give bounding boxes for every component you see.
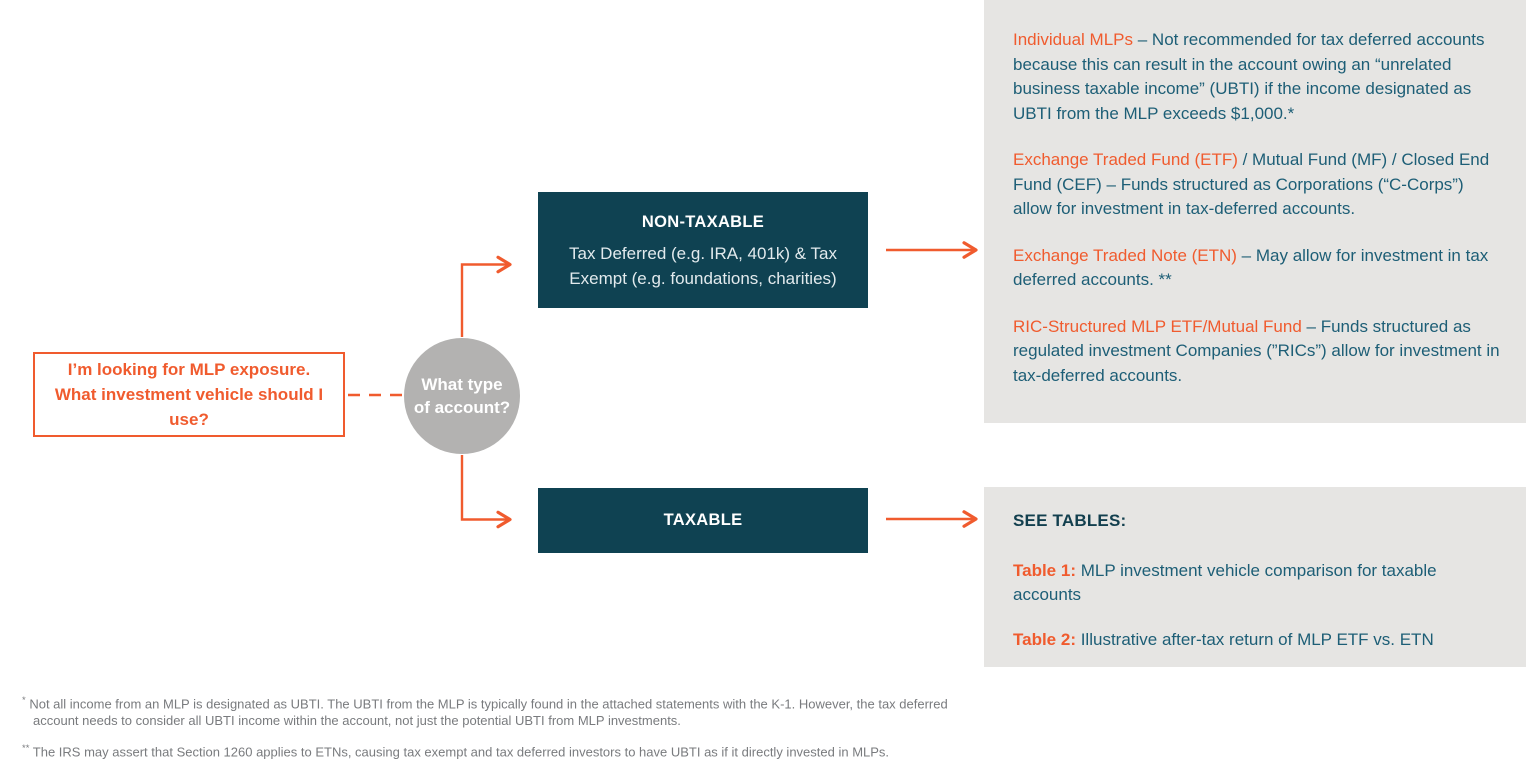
taxable-box: TAXABLE (538, 488, 868, 553)
decision-circle: What type of account? (404, 338, 520, 454)
footnote-ubti: * Not all income from an MLP is designat… (22, 693, 950, 729)
see-tables-panel: SEE TABLES: Table 1: MLP investment vehi… (984, 487, 1526, 667)
table-1-label: Table 1: (1013, 561, 1076, 580)
vehicle-item-lead: Individual MLPs (1013, 30, 1134, 49)
taxable-title: TAXABLE (663, 511, 743, 529)
non-taxable-box: NON-TAXABLE Tax Deferred (e.g. IRA, 401k… (538, 192, 868, 308)
vehicle-item-lead: Exchange Traded Fund (ETF) (1013, 150, 1238, 169)
vehicle-item-ric-fund: RIC-Structured MLP ETF/Mutual Fund – Fun… (1013, 315, 1502, 389)
question-box: I’m looking for MLP exposure. What inves… (33, 352, 345, 437)
table-2-label: Table 2: (1013, 630, 1076, 649)
decision-circle-line-1: What type (421, 375, 503, 394)
arrow-circle-to-taxable (460, 455, 512, 529)
footnote-section-1260: ** The IRS may assert that Section 1260 … (22, 741, 950, 761)
non-taxable-subtitle: Tax Deferred (e.g. IRA, 401k) & Tax Exem… (568, 244, 838, 288)
non-taxable-options-panel: Individual MLPs – Not recommended for ta… (984, 0, 1526, 423)
decision-circle-line-2: of account? (413, 398, 511, 417)
table-2-reference: Table 2: Illustrative after-tax return o… (1013, 628, 1502, 652)
vehicle-item-etn: Exchange Traded Note (ETN) – May allow f… (1013, 244, 1502, 293)
arrow-circle-to-non-taxable (460, 255, 512, 337)
table-2-description: Illustrative after-tax return of MLP ETF… (1075, 630, 1434, 649)
question-line-1: I’m looking for MLP exposure. (67, 360, 311, 379)
vehicle-item-text: – Funds structured as regulated investme… (1013, 316, 1500, 385)
vehicle-item-text: / Mutual Fund (MF) / Closed End Fund (CE… (1013, 150, 1490, 218)
non-taxable-title: NON-TAXABLE (641, 213, 765, 231)
vehicle-item-lead: Exchange Traded Note (ETN) (1013, 245, 1237, 265)
see-tables-heading: SEE TABLES: (1013, 511, 1127, 530)
vehicle-item-text: – May allow for investment in tax deferr… (1013, 245, 1489, 290)
footnote-text: Not all income from an MLP is designated… (29, 696, 948, 728)
vehicle-item-lead: RIC-Structured MLP ETF/Mutual Fund (1013, 316, 1302, 336)
question-line-2: What investment vehicle should I use? (54, 385, 324, 429)
vehicle-item-text: – Not recommended for tax deferred accou… (1013, 30, 1485, 123)
vehicle-item-individual-mlps: Individual MLPs – Not recommended for ta… (1013, 28, 1502, 126)
table-1-description: MLP investment vehicle comparison for ta… (1013, 561, 1437, 604)
vehicle-item-etf-mf-cef: Exchange Traded Fund (ETF) / Mutual Fund… (1013, 148, 1502, 222)
footnote-text: The IRS may assert that Section 1260 app… (32, 744, 890, 760)
footnote-marker: * (22, 695, 26, 706)
footnote-marker: ** (22, 743, 30, 754)
table-1-reference: Table 1: MLP investment vehicle comparis… (1013, 559, 1502, 607)
